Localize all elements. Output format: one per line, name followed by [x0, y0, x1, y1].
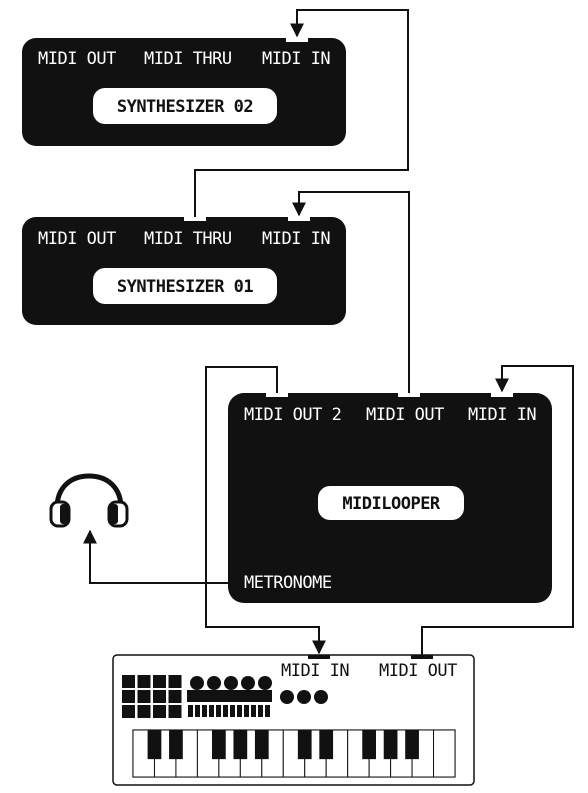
synth1-name: SYNTHESIZER 01	[117, 277, 254, 297]
black-key	[211, 730, 226, 760]
black-key	[254, 730, 269, 760]
small-knob	[280, 690, 294, 704]
knob	[207, 676, 221, 690]
drum-pad	[137, 705, 151, 718]
slider-tick	[237, 705, 242, 717]
synth1-name-pill	[93, 268, 277, 304]
synth2-midi-in-label: MIDI IN	[262, 49, 330, 69]
slider-tick	[188, 705, 193, 717]
slider-tick	[258, 705, 263, 717]
keyboard-midi-out-port	[411, 655, 433, 659]
drum-pad	[168, 690, 182, 703]
looper-midi-in-port	[491, 393, 513, 397]
wire-synth1-thru-to-synth2-in	[194, 9, 409, 217]
drum-pad	[168, 705, 182, 718]
looper-midi-in-label: MIDI IN	[468, 405, 536, 425]
white-key	[433, 729, 456, 778]
keyboard-midi-in-port	[308, 655, 330, 659]
slider-tick	[230, 705, 235, 717]
looper-midi-out-2-port	[266, 393, 288, 397]
slider-tick	[265, 705, 270, 717]
drum-pad	[122, 705, 135, 718]
knob	[224, 676, 238, 690]
synthesizer-02: MIDI OUT MIDI THRU MIDI IN SYNTHESIZER 0…	[22, 38, 346, 146]
synth2-midi-thru-label: MIDI THRU	[144, 49, 232, 69]
wire-looper-out-to-synth1-in	[292, 191, 410, 393]
looper-midi-out-port	[398, 393, 420, 397]
looper-midi-out-2-label: MIDI OUT 2	[244, 405, 341, 425]
looper-name: MIDILOOPER	[342, 494, 441, 514]
slider-tick	[251, 705, 256, 717]
knob	[190, 676, 204, 690]
wire-metronome-to-headphones	[83, 529, 230, 584]
drum-pad	[122, 690, 135, 703]
slider-tick	[202, 705, 207, 717]
slider-strip	[187, 690, 272, 717]
connections	[83, 9, 574, 655]
midilooper: MIDI OUT 2 MIDI OUT MIDI IN METRONOME MI…	[228, 393, 552, 603]
black-key	[147, 730, 162, 760]
synth1-midi-thru-label: MIDI THRU	[144, 229, 232, 249]
slider-tick	[244, 705, 249, 717]
synth1-midi-thru-port	[184, 217, 206, 221]
synthesizer-01: MIDI OUT MIDI THRU MIDI IN SYNTHESIZER 0…	[22, 217, 346, 325]
black-key	[405, 730, 419, 760]
black-key	[297, 730, 312, 760]
synth2-midi-out-label: MIDI OUT	[38, 49, 116, 69]
knob	[258, 676, 272, 690]
looper-name-pill	[318, 486, 464, 520]
synth1-midi-out-label: MIDI OUT	[38, 229, 116, 249]
knob	[241, 676, 255, 690]
looper-midi-out-label: MIDI OUT	[366, 405, 444, 425]
black-key	[169, 730, 183, 760]
drum-pad	[122, 675, 135, 688]
headphones-icon	[49, 473, 129, 528]
drum-pad	[153, 675, 166, 688]
synth2-name-pill	[93, 88, 277, 124]
black-key	[233, 730, 248, 760]
drum-pad	[153, 705, 166, 718]
synth2-midi-in-port	[286, 38, 308, 42]
drum-pad	[137, 675, 151, 688]
piano-keys	[132, 729, 456, 778]
slider-tick	[223, 705, 228, 717]
drum-pad	[168, 675, 182, 688]
wire-looper-out2-to-keyboard-in	[205, 366, 326, 655]
knob-row	[190, 676, 272, 690]
keyboard-midi-out-label: MIDI OUT	[379, 661, 457, 681]
drum-pads	[122, 675, 182, 718]
wire-keyboard-out-to-looper-in	[421, 365, 574, 655]
midi-keyboard-controller: MIDI IN MIDI OUT	[112, 654, 475, 786]
keyboard-midi-in-label: MIDI IN	[281, 661, 349, 681]
slider-tick	[195, 705, 200, 717]
small-knob	[314, 690, 328, 704]
slider-tick	[216, 705, 221, 717]
synth2-name: SYNTHESIZER 02	[117, 97, 253, 117]
looper-metronome-label: METRONOME	[244, 573, 332, 593]
synth1-midi-in-label: MIDI IN	[262, 229, 330, 249]
drum-pad	[137, 690, 151, 703]
small-knob	[297, 690, 311, 704]
synth1-midi-in-port	[288, 217, 310, 221]
black-key	[319, 730, 334, 760]
small-knob-row	[280, 690, 328, 704]
black-key	[383, 730, 398, 760]
drum-pad	[153, 690, 166, 703]
slider-tick	[209, 705, 214, 717]
black-key	[362, 730, 377, 760]
